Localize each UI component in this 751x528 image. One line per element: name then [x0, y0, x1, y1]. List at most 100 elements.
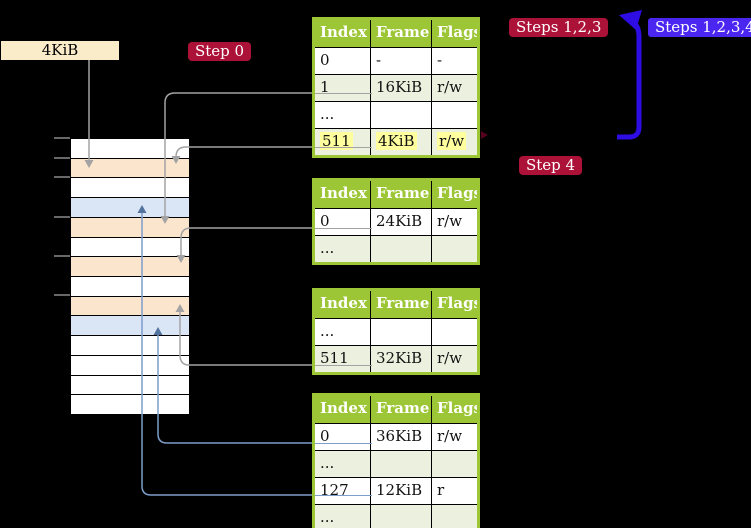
pointer-underline-l2e511 [315, 365, 372, 366]
memory-frame-row [71, 335, 189, 355]
highlighted-entry-text: 4KiB [376, 132, 417, 150]
table-row: ... [315, 318, 477, 345]
cell-index: 1 [320, 78, 330, 96]
header-cell-flags: Flags [431, 181, 477, 208]
steps123-label: Steps 1,2,3 [509, 18, 609, 37]
address-tick-marks [54, 137, 70, 296]
table-header-row: IndexFrameFlags [315, 291, 477, 318]
header-cell-flags: Flags [431, 20, 477, 47]
header-cell-index: Index [320, 23, 367, 41]
steps1234-label: Steps 1,2,3,4 [648, 18, 751, 37]
memory-frame-row [71, 295, 189, 316]
cell-flags: r/w [431, 346, 477, 372]
memory-frame-row [71, 197, 189, 217]
header-cell-index: Index [320, 184, 367, 202]
cell-flags [431, 102, 477, 128]
table-row: 511 4KiB r/w [315, 128, 477, 155]
header-cell-flags: Flags [431, 396, 477, 423]
cell-frame [370, 451, 431, 477]
cell-frame [370, 319, 431, 345]
memory-frame-row [71, 157, 189, 178]
cell-frame [370, 236, 431, 262]
cell-flags: r/w [431, 424, 477, 450]
cell-frame: 16KiB [370, 75, 431, 101]
cell-frame: 36KiB [370, 424, 431, 450]
header-cell-index: Index [320, 294, 367, 312]
pointer-underline-l4e511 [315, 147, 372, 148]
cell-flags [431, 451, 477, 477]
header-cell-frame: Frame [370, 181, 431, 208]
memory-frame-row [71, 236, 189, 257]
cell-flags: r/w [431, 75, 477, 101]
l4e511-to-frame-4KiB-arrow [175, 146, 312, 158]
table-row: ... [315, 504, 477, 528]
table-header-row: IndexFrameFlags [315, 20, 477, 47]
header-cell-frame: Frame [370, 396, 431, 423]
cell-flags: r/w [431, 209, 477, 235]
highlighted-entry-text: 511 [320, 132, 353, 150]
table-row: ... [315, 235, 477, 262]
step0-label: Step 0 [188, 42, 252, 61]
table-row: ... [315, 101, 477, 128]
cell-frame: 24KiB [370, 209, 431, 235]
cell-frame: 4KiB [370, 129, 431, 155]
cell-flags: r [431, 478, 477, 504]
cell-index: 0 [320, 212, 330, 230]
memory-frame-row [71, 256, 189, 277]
cell-frame: 32KiB [370, 346, 431, 372]
recursive-entry-mark [481, 131, 488, 139]
cell-index: ... [320, 105, 335, 123]
pointer-underline-l3e0 [315, 228, 372, 229]
cell-frame [370, 102, 431, 128]
cell-flags [431, 236, 477, 262]
memory-frame-row [71, 177, 189, 198]
memory-frame-row [71, 216, 189, 237]
cr3-value-box: 4KiB [1, 41, 119, 60]
cell-frame [370, 505, 431, 528]
header-cell-frame: Frame [370, 291, 431, 318]
physical-memory-column [70, 138, 190, 415]
cell-frame: 12KiB [370, 478, 431, 504]
cell-flags: - [431, 48, 477, 74]
memory-frame-row [71, 374, 189, 395]
cell-index: ... [320, 239, 335, 257]
table-header-row: IndexFrameFlags [315, 181, 477, 208]
cell-flags: r/w [431, 129, 477, 155]
pointer-underline-l1e0 [315, 443, 372, 444]
cell-flags [431, 505, 477, 528]
page-table-level-3: IndexFrameFlags 0 24KiBr/w... [312, 178, 480, 265]
cell-index: 127 [320, 481, 349, 499]
l3e0-to-frame-24KiB-arrow [180, 227, 312, 255]
memory-frame-row [71, 315, 189, 336]
pointer-underline-l4e1 [315, 93, 372, 94]
table-header-row: IndexFrameFlags [315, 396, 477, 423]
recursive-loop-arrow [617, 10, 642, 140]
l2e511-to-frame-32KiB-arrow [179, 312, 312, 366]
table-row: ... [315, 450, 477, 477]
table-row: 0-- [315, 47, 477, 74]
cell-index: ... [320, 454, 335, 472]
header-cell-frame: Frame [370, 20, 431, 47]
step4-label: Step 4 [519, 156, 583, 175]
cell-flags [431, 319, 477, 345]
cell-index: ... [320, 322, 335, 340]
memory-frame-row [71, 394, 189, 415]
cell-index: 511 [315, 129, 370, 155]
cell-index: 0 [320, 51, 330, 69]
page-table-level-1: IndexFrameFlags036KiBr/w... 127 12KiBr... [312, 393, 480, 528]
memory-frame-row [71, 354, 189, 375]
header-cell-index: Index [320, 399, 367, 417]
memory-frame-row [71, 276, 189, 296]
cell-index: 511 [320, 349, 349, 367]
highlighted-entry-text: r/w [437, 132, 467, 150]
memory-frame-row [71, 139, 189, 158]
cell-index: ... [320, 508, 335, 526]
